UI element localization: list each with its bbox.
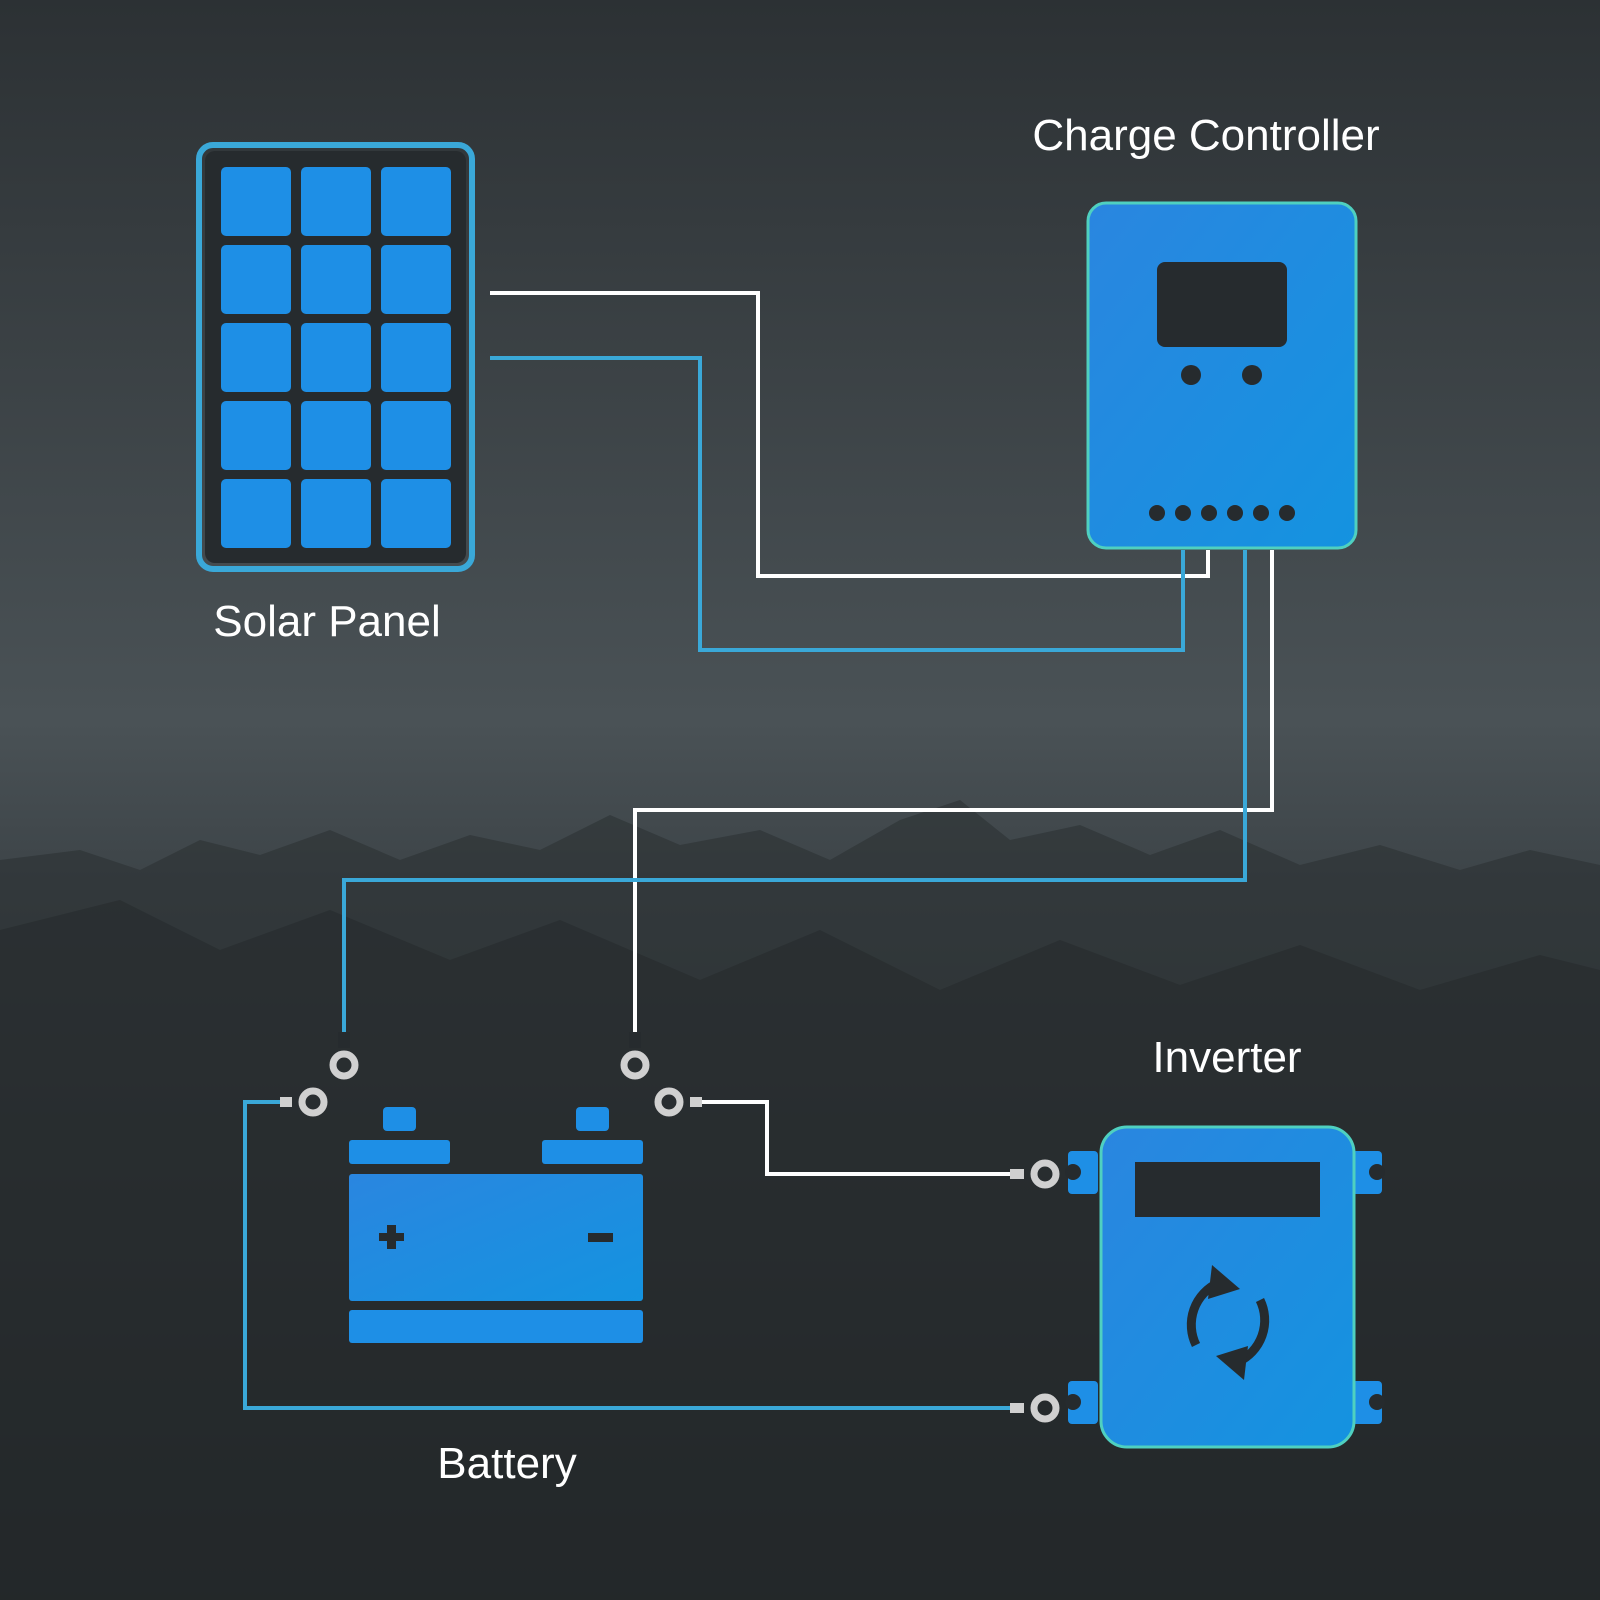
controller-display	[1157, 262, 1287, 347]
battery-body	[349, 1174, 643, 1301]
battery-post-right	[576, 1107, 609, 1131]
battery-ring-terminal-left	[280, 1087, 328, 1117]
battery	[349, 1107, 643, 1343]
battery-post-left	[383, 1107, 416, 1131]
controller-terminal	[1149, 505, 1165, 521]
controller-terminal-row	[1149, 505, 1295, 521]
minus-icon	[588, 1233, 613, 1242]
controller-terminal	[1227, 505, 1243, 521]
solar-cell	[381, 479, 451, 548]
solar-cell	[381, 401, 451, 470]
controller-terminal	[1201, 505, 1217, 521]
solar-cell	[221, 479, 291, 548]
inverter-mount-tabs	[1065, 1151, 1385, 1424]
solar-cell	[381, 245, 451, 314]
inverter-negative-lug	[1010, 1393, 1060, 1423]
battery-cap-left	[349, 1140, 450, 1164]
solar-panel-label: Solar Panel	[213, 597, 440, 646]
solar-cell	[381, 167, 451, 236]
solar-cell	[301, 479, 371, 548]
solar-cell	[301, 167, 371, 236]
solar-cell	[381, 323, 451, 392]
wire-inverter-negative	[243, 1100, 1010, 1410]
battery-label: Battery	[437, 1439, 576, 1488]
charge-controller-label: Charge Controller	[1032, 111, 1379, 160]
inverter-label: Inverter	[1152, 1033, 1301, 1082]
solar-panel	[196, 142, 475, 572]
solar-cell	[221, 401, 291, 470]
cycle-arrows-icon	[1186, 1265, 1270, 1380]
battery-base	[349, 1310, 643, 1343]
solar-cell	[221, 323, 291, 392]
solar-cell	[301, 245, 371, 314]
controller-button-left	[1181, 365, 1201, 385]
solar-cell	[301, 401, 371, 470]
battery-negative-lug	[329, 1032, 359, 1080]
solar-cell	[301, 323, 371, 392]
inverter-display	[1135, 1162, 1320, 1217]
inverter	[1065, 1125, 1385, 1449]
solar-cell-grid	[221, 167, 451, 548]
wire-battery-positive	[633, 550, 1274, 1035]
solar-cell	[221, 245, 291, 314]
controller-terminal	[1175, 505, 1191, 521]
inverter-positive-lug	[1010, 1159, 1060, 1189]
controller-button-right	[1242, 365, 1262, 385]
battery-positive-lug	[620, 1032, 650, 1080]
mountain-silhouette-far	[0, 900, 1600, 1600]
solar-cell	[221, 167, 291, 236]
controller-terminal	[1253, 505, 1269, 521]
wire-solar-positive	[490, 291, 1210, 578]
wire-battery-negative	[342, 550, 1247, 1035]
wire-inverter-positive	[702, 1100, 1010, 1176]
charge-controller	[1086, 201, 1358, 550]
controller-terminal	[1279, 505, 1295, 521]
battery-cap-right	[542, 1140, 643, 1164]
wire-solar-negative	[490, 356, 1185, 652]
plus-icon	[379, 1225, 404, 1249]
battery-ring-terminal-right	[654, 1087, 702, 1117]
